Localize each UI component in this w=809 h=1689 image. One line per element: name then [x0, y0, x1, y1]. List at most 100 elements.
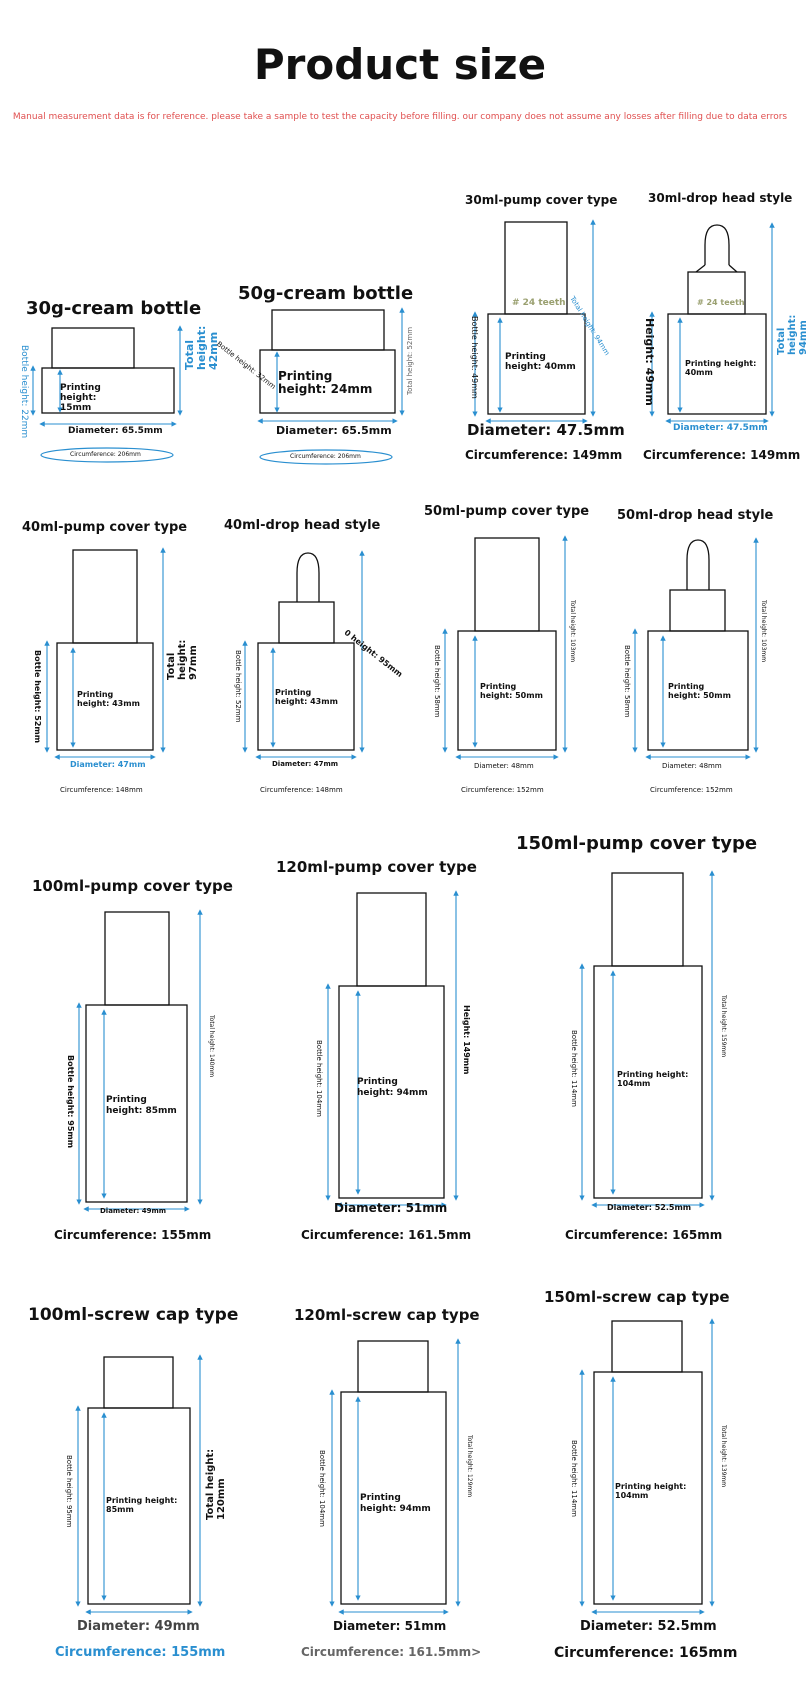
- screw-120ml-bottle: [340, 1391, 447, 1605]
- drop-50ml-bulb: [686, 539, 710, 590]
- diameter-label: Diameter: 49mm: [77, 1619, 200, 1634]
- pump-150ml-bottle: [593, 965, 703, 1199]
- printing-height-label: Printing height: 43mm: [77, 690, 140, 708]
- circumference-label: Circumference: 161.5mm>: [301, 1645, 482, 1659]
- circumference-label: Circumference: 155mm: [54, 1228, 212, 1242]
- screw-100ml-bottle: [87, 1407, 191, 1605]
- drop-30ml-collar: [687, 271, 746, 315]
- diameter-label: Diameter: 52.5mm: [607, 1203, 692, 1212]
- teeth-label: # 24 teeth: [512, 298, 566, 308]
- total-height-label: Total height: 103mm: [760, 600, 767, 663]
- product-title: 40ml-drop head style: [224, 518, 381, 533]
- circumference-label: Circumference: 148mm: [260, 786, 343, 794]
- drop-40ml-bottle: [257, 642, 355, 751]
- product-title: 150ml-screw cap type: [544, 1288, 730, 1306]
- bottle-height-label: Bottle height: 58mm: [433, 645, 441, 718]
- cream-50g-lid: [271, 309, 385, 351]
- diameter-label: Diameter: 49mm: [100, 1207, 167, 1215]
- pump-50ml-cap: [474, 537, 540, 632]
- total-height-label: Height: 149mm: [462, 1005, 471, 1075]
- product-title: 40ml-pump cover type: [22, 520, 188, 535]
- diameter-label: Diameter: 47mm: [70, 760, 146, 769]
- circumference-label: Circumference: 206mm: [70, 451, 141, 458]
- pump-30ml-bottle: [487, 313, 586, 415]
- circumference-label: Circumference: 165mm: [565, 1228, 723, 1242]
- printing-height-label: Printing height: 24mm: [278, 369, 373, 396]
- total-height-label: Total height: 52mm: [406, 326, 414, 395]
- circumference-label: Circumference: 165mm: [554, 1645, 738, 1661]
- circumference-label: Circumference: 152mm: [650, 786, 733, 794]
- circumference-label: Circumference: 155mm: [55, 1645, 226, 1660]
- printing-height-label: Printing height: 104mm: [615, 1482, 687, 1500]
- pump-40ml-cap: [72, 549, 138, 644]
- bottle-height-label: Bottle height: 22mm: [19, 345, 29, 439]
- bottle-height-label: Bottle height: 95mm: [66, 1055, 75, 1149]
- diameter-label: Diameter: 48mm: [474, 762, 534, 770]
- bottle-height-label: Bottle height: 114mm: [570, 1030, 578, 1107]
- total-height-label: Total height: 94mm: [776, 314, 809, 355]
- pump-50ml-bottle: [457, 630, 557, 751]
- diameter-label: Diameter: 48mm: [662, 762, 722, 770]
- product-title: 100ml-screw cap type: [28, 1305, 239, 1325]
- bottle-height-label: Bottle height: 52mm: [234, 650, 242, 723]
- page-title: Product size: [253, 40, 547, 89]
- cream-30g-circumference-ellipse: [40, 447, 174, 463]
- bottle-height-label: Bottle height: 49mm: [470, 316, 479, 399]
- circumference-label: Circumference: 149mm: [643, 448, 801, 462]
- drop-30ml-bulb: [704, 224, 730, 265]
- bottle-height-label: Bottle height: 104mm: [318, 1450, 326, 1527]
- pump-150ml-cap: [611, 872, 684, 967]
- bottle-height-label: Bottle height: 58mm: [623, 645, 631, 718]
- product-title: 150ml-pump cover type: [516, 833, 758, 854]
- total-height-label: Total height: 139mm: [720, 1425, 727, 1488]
- product-title: 30g-cream bottle: [26, 298, 202, 319]
- bottle-height-label: Bottle height: 95mm: [65, 1455, 73, 1528]
- printing-height-label: Printing height: 43mm: [275, 688, 338, 706]
- printing-height-label: Printing height: 94mm: [357, 1077, 428, 1098]
- total-height-label: Total height: 42mm: [183, 325, 220, 370]
- printing-height-label: Printing height: 104mm: [617, 1070, 689, 1088]
- screw-150ml-bottle: [593, 1371, 703, 1605]
- bottle-height-label: Bottle height: 114mm: [570, 1440, 578, 1517]
- product-title: 120ml-screw cap type: [294, 1306, 480, 1324]
- total-height-label: Total height: 103mm: [569, 600, 576, 663]
- printing-height-label: Printing height: 40mm: [505, 352, 576, 372]
- pump-120ml-bottle: [338, 985, 445, 1199]
- diameter-label: Diameter: 51mm: [333, 1619, 447, 1633]
- pump-100ml-bottle: [85, 1004, 188, 1203]
- diameter-label: Diameter: 47mm: [272, 760, 339, 768]
- printing-height-label: Printing height: 85mm: [106, 1496, 178, 1514]
- cream-50g-jar: [259, 349, 396, 414]
- pump-40ml-bottle: [56, 642, 154, 751]
- cream-30g-lid: [51, 327, 135, 369]
- pump-120ml-cap: [356, 892, 427, 987]
- drop-30ml-bottle: [667, 313, 767, 415]
- product-title: 50ml-drop head style: [617, 508, 774, 523]
- pump-100ml-cap: [104, 911, 170, 1006]
- drop-40ml-collar: [278, 601, 335, 644]
- product-title: 30ml-drop head style: [648, 191, 793, 205]
- drop-50ml-collar: [669, 589, 726, 632]
- bottle-height-label: Height: 49mm: [643, 318, 656, 406]
- product-title: 120ml-pump cover type: [276, 858, 477, 876]
- teeth-label: # 24 teeth: [697, 298, 745, 307]
- circumference-label: Circumference: 148mm: [60, 786, 143, 794]
- drop-40ml-bulb: [296, 552, 320, 602]
- total-height-label: Total height: 129mm: [466, 1435, 473, 1498]
- cream-30g-jar: [41, 367, 175, 414]
- cream-50g-circumference-ellipse: [259, 449, 393, 465]
- product-title: 30ml-pump cover type: [465, 193, 618, 207]
- diameter-label: Diameter: 52.5mm: [580, 1619, 717, 1634]
- circumference-label: Circumference: 161.5mm: [301, 1228, 472, 1242]
- circumference-label: Circumference: 206mm: [290, 453, 361, 460]
- printing-height-label: Printing height: 15mm: [60, 383, 101, 413]
- screw-100ml-cap: [103, 1356, 174, 1409]
- total-height-label: Total height: 120mm: [205, 1448, 227, 1520]
- bottle-height-label: Bottle height: 104mm: [315, 1040, 323, 1117]
- screw-120ml-cap: [357, 1340, 429, 1393]
- product-title: 50ml-pump cover type: [424, 504, 590, 519]
- printing-height-label: Printing height: 94mm: [360, 1493, 431, 1514]
- diameter-label: Diameter: 65.5mm: [68, 426, 163, 436]
- total-height-label: Total height: 159mm: [720, 995, 727, 1058]
